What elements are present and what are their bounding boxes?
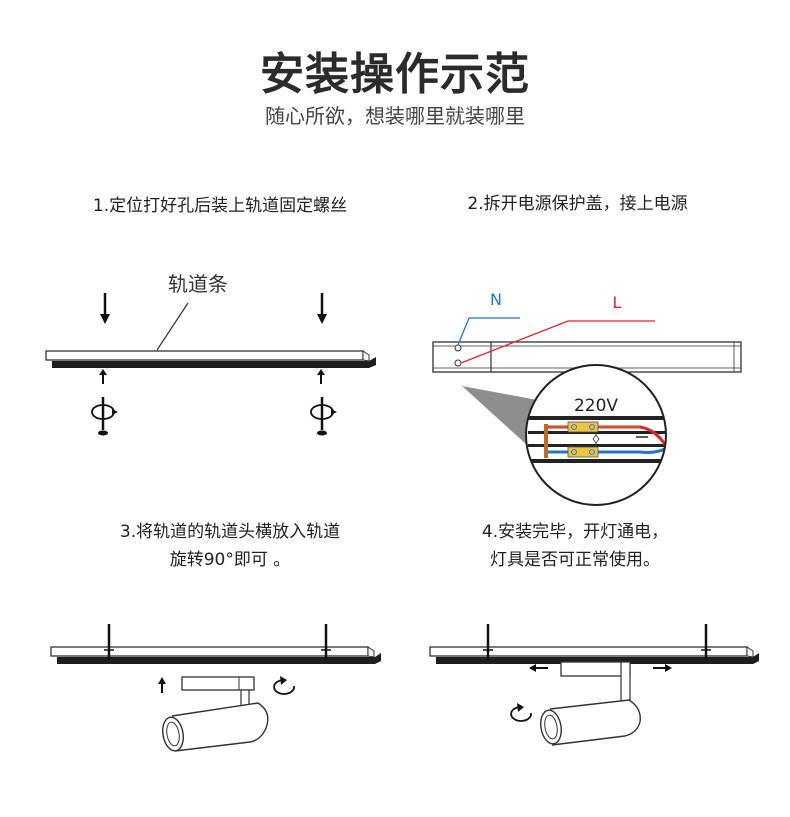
up-arrow-right xyxy=(317,369,325,384)
rail-label-leader xyxy=(156,302,189,351)
rail-strip-step4 xyxy=(429,624,759,664)
magnified-connector-detail: 220V xyxy=(525,364,667,506)
live-leader-line xyxy=(460,320,655,364)
rotate-screw-icon-right xyxy=(310,397,337,436)
step-2-caption: 2.拆开电源保护盖，接上电源 xyxy=(405,190,750,218)
top-screw-left xyxy=(100,293,110,324)
spotlight-body-step4 xyxy=(540,699,641,746)
rotate-icon-step3 xyxy=(273,676,295,695)
rail-strip-step3 xyxy=(50,624,381,664)
step-4-caption: 4.安装完毕，开灯通电， 灯具是否可正常使用。 xyxy=(410,518,740,574)
step-1-caption: 1.定位打好孔后装上轨道固定螺丝 xyxy=(40,192,400,220)
neutral-label: N xyxy=(490,290,502,309)
step-1-diagram: 轨道条 xyxy=(45,272,376,436)
step-3-line2: 旋转90°即可 。 xyxy=(169,550,291,570)
step-1-line1: 1.定位打好孔后装上轨道固定螺丝 xyxy=(92,196,348,216)
neutral-leader-line xyxy=(457,317,520,346)
up-arrow-left xyxy=(99,369,107,384)
step-2-diagram: N L xyxy=(432,290,742,506)
live-label: L xyxy=(613,293,622,312)
top-screw-right xyxy=(317,293,327,324)
slide-right-arrow xyxy=(653,664,672,672)
page-title: 安装操作示范 xyxy=(260,49,530,100)
spotlight-body-step3 xyxy=(162,702,269,752)
insert-up-arrow xyxy=(158,677,166,693)
rotate-icon-step4 xyxy=(510,703,532,722)
step-3-caption: 3.将轨道的轨道头横放入轨道 旋转90°即可 。 xyxy=(60,518,400,574)
slide-left-arrow xyxy=(529,664,548,672)
step-4-line2: 灯具是否可正常使用。 xyxy=(490,550,660,570)
step-4-line1: 4.安装完毕，开灯通电， xyxy=(481,522,669,542)
step-3-diagram xyxy=(50,624,381,752)
rotate-screw-icon-left xyxy=(91,397,118,436)
page-subtitle: 随心所欲，想装哪里就装哪里 xyxy=(265,104,525,128)
step-3-line1: 3.将轨道的轨道头横放入轨道 xyxy=(119,522,341,542)
track-adapter-installed xyxy=(560,661,631,703)
step-2-line1: 2.拆开电源保护盖，接上电源 xyxy=(467,194,688,214)
voltage-label: 220V xyxy=(574,396,618,416)
step-4-diagram xyxy=(429,624,759,746)
rail-strip-step1 xyxy=(45,350,376,368)
rail-strip-label: 轨道条 xyxy=(168,272,228,296)
